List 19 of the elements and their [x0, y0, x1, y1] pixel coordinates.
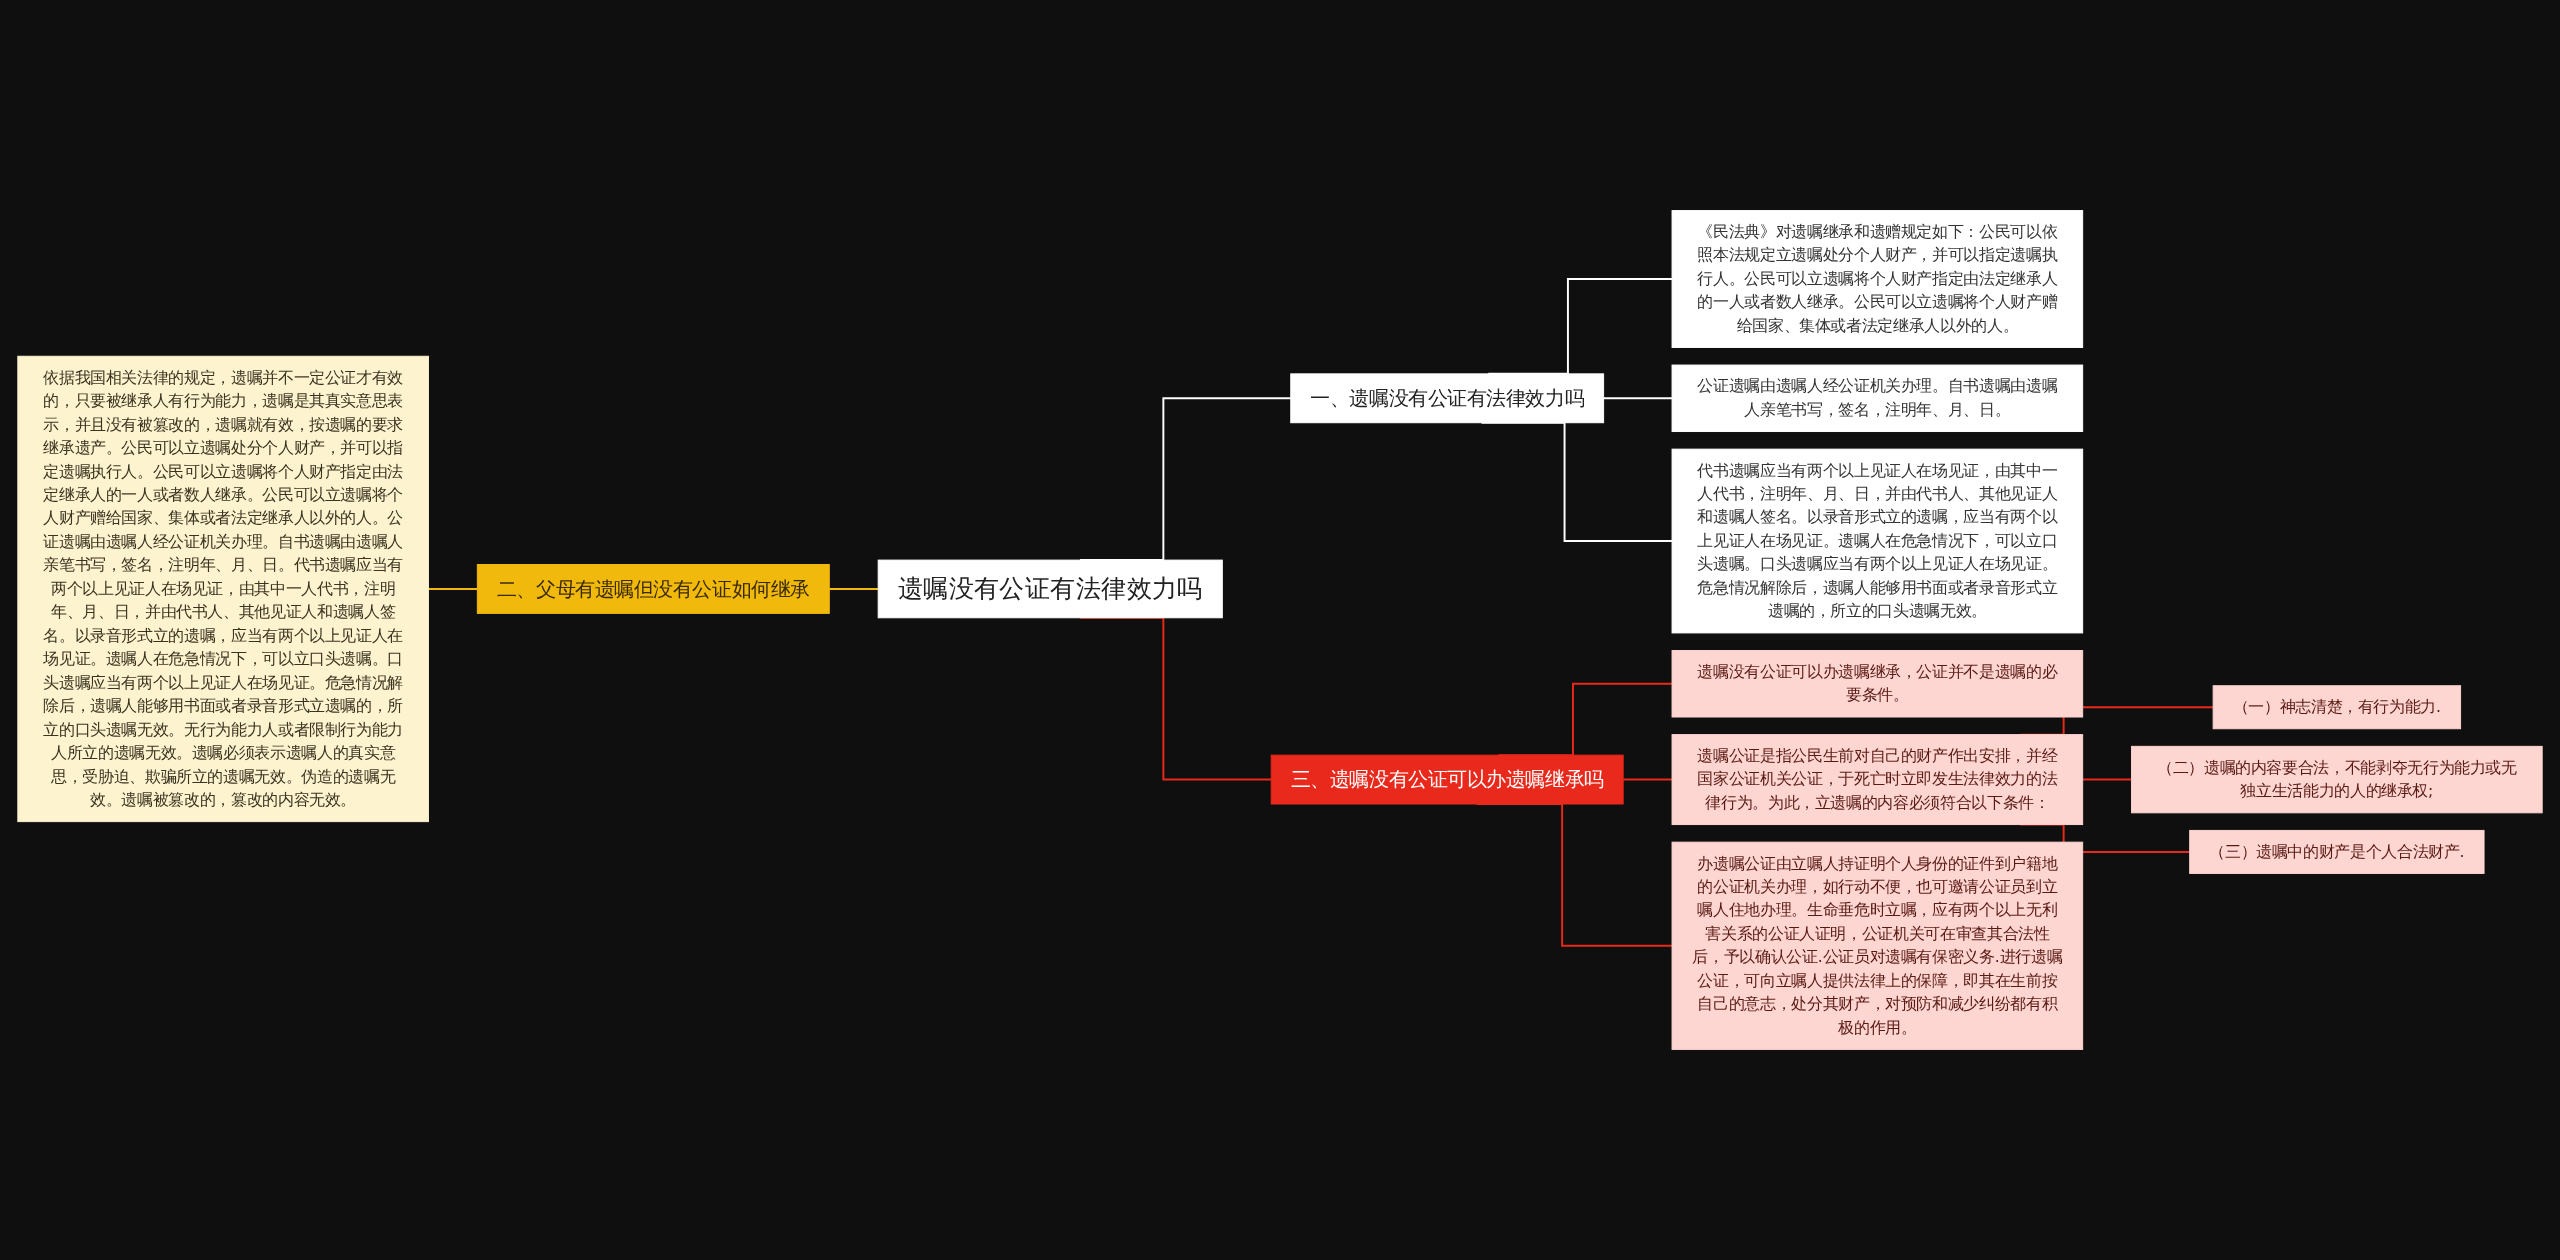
node-box: 遗嘱没有公证有法律效力吗 — [877, 559, 1223, 619]
node-box: 遗嘱公证是指公民生前对自己的财产作出安排，并经国家公证机关公证，于死亡时立即发生法律效力的法律行为。为此，立遗嘱的内容必须符合以下条件： — [1671, 734, 2084, 826]
node-box: 一、遗嘱没有公证有法律效力吗 — [1290, 373, 1605, 424]
node-box: （一）神志清楚，有行为能力. — [2212, 685, 2462, 730]
connector — [2081, 778, 2133, 781]
connector — [828, 587, 880, 590]
node-box: 公证遗嘱由遗嘱人经公证机关办理。自书遗嘱由遗嘱人亲笔书写，签名，注明年、月、日。 — [1671, 364, 2084, 432]
connector — [1622, 778, 1674, 781]
node-box: （二）遗嘱的内容要合法，不能剥夺无行为能力或无独立生活能力的人的继承权; — [2131, 745, 2543, 814]
node-box: 代书遗嘱应当有两个以上见证人在场见证，由其中一人代书，注明年、月、日，并由代书人、其他见证人和遗嘱人签名。以录音形式立的遗嘱，应当有两个以上见证人在场见证。遗嘱人在危急情况下，可以立口头遗嘱。口头遗嘱应当有两个以上见证人在场见证。危急情况解除后，遗嘱人能够用书面或者录音形式立遗嘱的，所立的口头遗嘱无效。 — [1671, 448, 2084, 634]
node-box: （三）遗嘱中的财产是个人合法财产. — [2189, 829, 2485, 874]
node-box: 二、父母有遗嘱但没有公证如何继承 — [476, 564, 830, 614]
node-box: 《民法典》对遗嘱继承和遗赠规定如下：公民可以依照本法规定立遗嘱处分个人财产，并可以指定遗嘱执行人。公民可以立遗嘱将个人财产指定由法定继承人的一人或者数人继承。公民可以立遗嘱将个人财产赠给国家、集体或者法定继承人以外的人。 — [1671, 210, 2084, 348]
node-box: 办遗嘱公证由立嘱人持证明个人身份的证件到户籍地的公证机关办理，如行动不便，也可邀请公证员到立嘱人住地办理。生命垂危时立嘱，应有两个以上无利害关系的公证人证明，公证机关可在审查其合法性后，予以确认公证.公证员对遗嘱有保密义务.进行遗嘱公证，可向立嘱人提供法律上的保障，即其在生前按自己的意志，处分其财产，对预防和减少纠纷都有积极的作用。 — [1671, 841, 2084, 1050]
connector — [427, 587, 479, 590]
connector — [1602, 397, 1674, 400]
node-box: 三、遗嘱没有公证可以办遗嘱继承吗 — [1270, 754, 1624, 805]
node-box: 依据我国相关法律的规定，遗嘱并不一定公证才有效的，只要被继承人有行为能力，遗嘱是其真实意思表示，并且没有被篡改的，遗嘱就有效，按遗嘱的要求继承遗产。公民可以立遗嘱处分个人财产，并可以指定遗嘱执行人。公民可以立遗嘱将个人财产指定由法定继承人的一人或者数人继承。公民可以立遗嘱将个人财产赠给国家、集体或者法定继承人以外的人。公证遗嘱由遗嘱人经公证机关办理。自书遗嘱由遗嘱人亲笔书写，签名，注明年、月、日。代书遗嘱应当有两个以上见证人在场见证，由其中一人代书，注明年、月、日，并由代书人、其他见证人和遗嘱人签名。以录音形式立的遗嘱，应当有两个以上见证人在场见证。遗嘱人在危急情况下，可以立口头遗嘱。口头遗嘱应当有两个以上见证人在场见证。危急情况解除后，遗嘱人能够用书面或者录音形式立遗嘱的，所立的口头遗嘱无效。无行为能力人或者限制行为能力人所立的遗嘱无效。遗嘱必须表示遗嘱人的真实意思，受胁迫、欺骗所立的遗嘱无效。伪造的遗嘱无效。遗嘱被篡改的，篡改的内容无效。 — [17, 355, 429, 823]
node-box: 遗嘱没有公证可以办遗嘱继承，公证并不是遗嘱的必要条件。 — [1671, 650, 2084, 718]
